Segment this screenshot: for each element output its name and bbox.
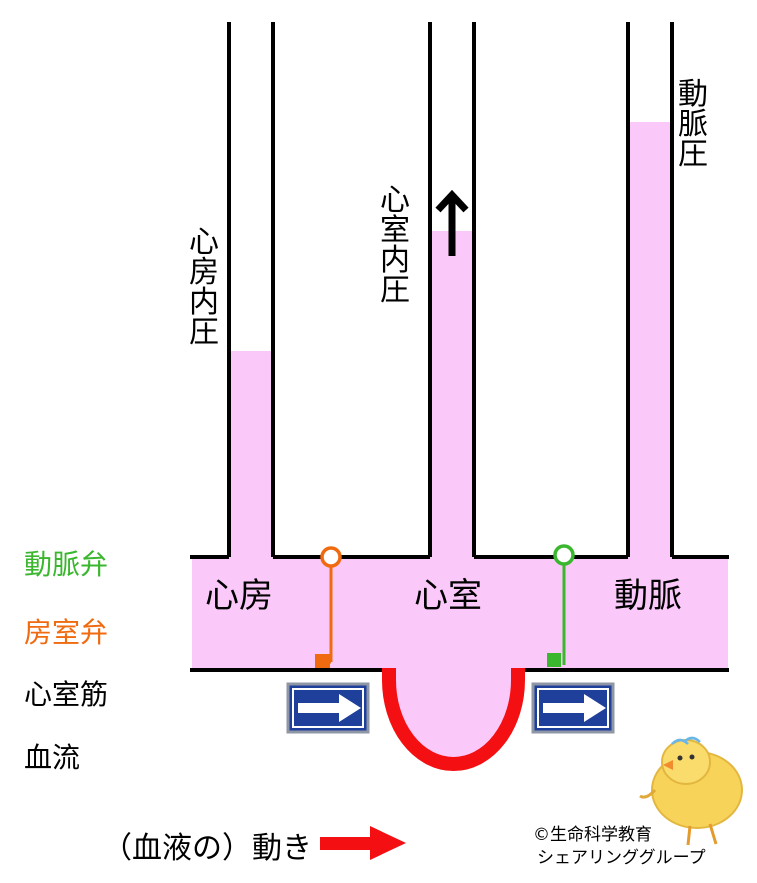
av-valve xyxy=(315,546,342,668)
legend-arterial-valve: 動脈弁 xyxy=(24,548,109,581)
vessel-walls xyxy=(190,22,729,672)
ventricle-pressure-label: 心室内圧 xyxy=(380,183,410,308)
up-arrow-icon xyxy=(435,189,469,256)
ventricle-label: 心室 xyxy=(414,576,482,616)
credit-line-1: ©生命科学教育 xyxy=(533,825,652,845)
atrium-label: 心房 xyxy=(205,576,273,616)
atrium-column-fill xyxy=(231,351,271,561)
legend-blood-flow: 血流 xyxy=(24,741,81,774)
legend-av-valve: 房室弁 xyxy=(24,616,109,649)
artery-column-fill xyxy=(630,122,670,561)
legend-ventricular-muscle: 心室筋 xyxy=(24,678,109,711)
red-arrow-icon xyxy=(320,826,406,860)
chamber-fill xyxy=(192,557,728,670)
artery-label: 動脈 xyxy=(614,576,682,616)
muscle-pouch-fill xyxy=(389,668,518,765)
atrium-pressure-label: 心房内圧 xyxy=(189,225,219,350)
ventricle-column-fill xyxy=(432,231,472,561)
artery-pressure-label: 動脈圧 xyxy=(678,77,708,172)
credit-line-2: シェアリンググループ xyxy=(537,848,706,868)
flow-sign-icon xyxy=(531,682,615,734)
arterial-valve xyxy=(547,544,575,667)
motion-label: （血液の）動き xyxy=(102,831,312,866)
ventricular-muscle xyxy=(382,668,525,771)
chick-icon xyxy=(639,736,743,846)
flow-sign-icon xyxy=(286,682,370,734)
